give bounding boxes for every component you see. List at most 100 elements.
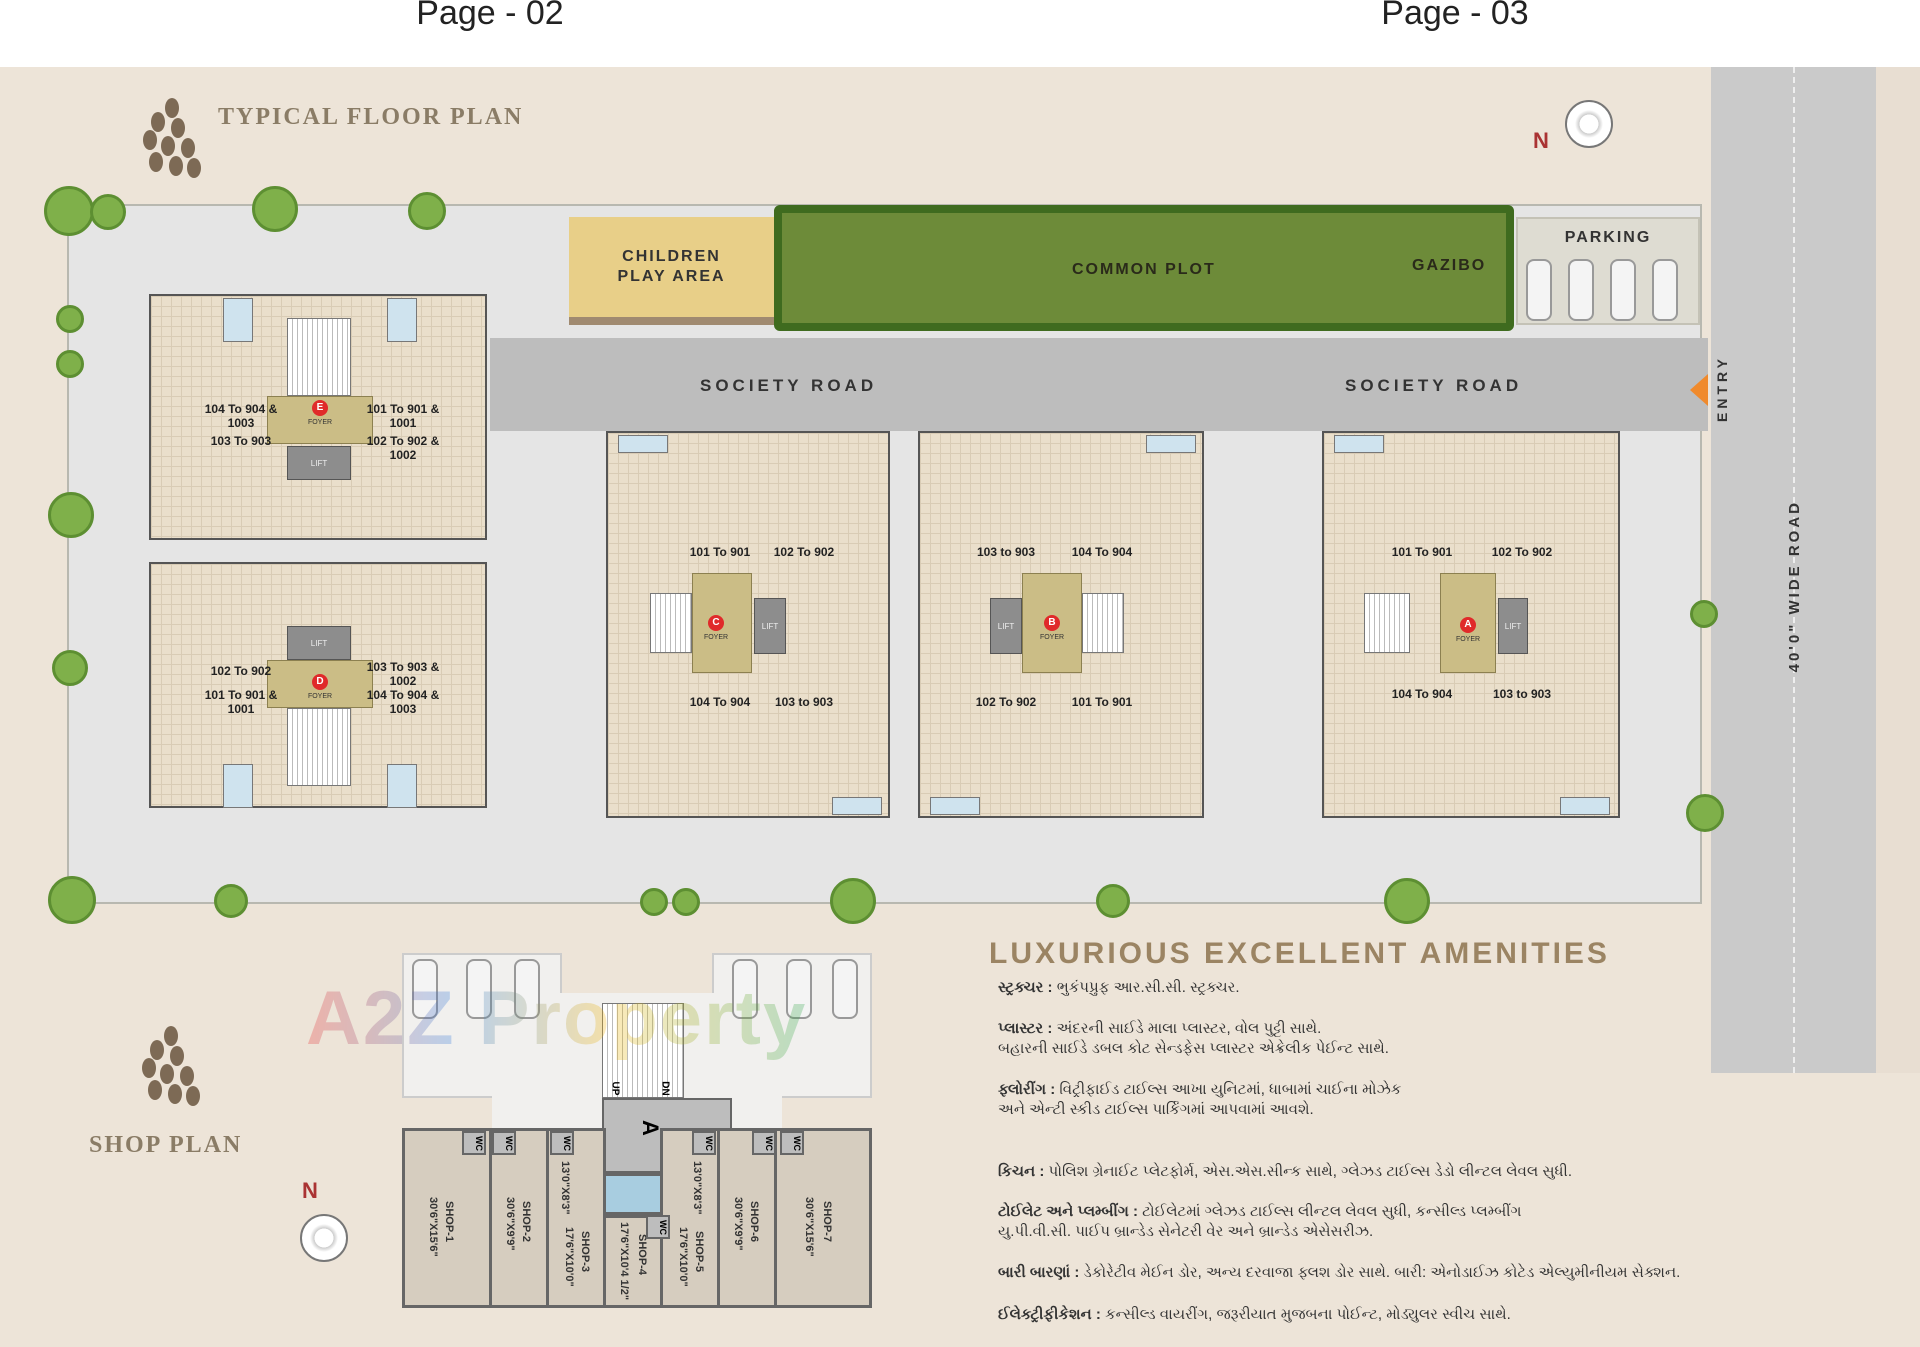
- shop-size: 17'6"X10'0": [677, 1227, 689, 1287]
- amenity-label: ફ્લોરીંગ :: [998, 1081, 1056, 1098]
- toilet: [223, 764, 253, 808]
- unit-label: 104 To 904 & 1003: [366, 688, 440, 716]
- amenity-item: ફ્લોરીંગ : વિટ્રીફાઈડ ટાઈલ્સ આખા યુનિટમા…: [998, 1080, 1401, 1120]
- shop-unit: SHOP-7 30'6"X15'6": [774, 1128, 872, 1308]
- foyer-label: FOYER: [307, 693, 333, 700]
- unit-label: 102 To 902: [975, 695, 1037, 709]
- wc: WC: [550, 1131, 574, 1155]
- staircase: [650, 593, 692, 653]
- tree-icon: [56, 350, 84, 378]
- compass-icon: [300, 1214, 348, 1262]
- children-play-area-label: CHILDREN PLAY AREA: [617, 248, 726, 285]
- shop-dim: 13'0"X8'3": [559, 1161, 571, 1215]
- tree-icon: [44, 186, 94, 236]
- shop-dim: 13'0"X8'3": [691, 1161, 703, 1215]
- page-label-left: Page - 02: [416, 0, 564, 32]
- parking-label: PARKING: [1564, 229, 1652, 246]
- amenity-text: ટોઈલેટમાં ગ્લેઝડ ટાઈલ્સ લીન્ટલ લેવલ સુધી…: [1142, 1203, 1522, 1220]
- staircase: [287, 708, 351, 786]
- amenity-text: પોલિશ ગ્રેનાઈટ પ્લેટફોર્મ, એસ.એસ.સીન્ક સ…: [1048, 1163, 1573, 1180]
- toilet: [1560, 797, 1610, 815]
- amenity-label: સ્ટ્રક્ચર :: [998, 979, 1053, 996]
- tree-icon: [1686, 794, 1724, 832]
- tree-icon: [672, 888, 700, 916]
- building-c: C FOYER LIFT 101 To 901 102 To 902 104 T…: [606, 431, 890, 818]
- tree-icon: [408, 192, 446, 230]
- amenity-label: ટોઈલેટ અને પ્લમ્બીંગ :: [998, 1203, 1138, 1220]
- shop-unit: SHOP-1 30'6"X15'6": [402, 1128, 492, 1308]
- shop-size: 30'6"X9'9": [732, 1197, 744, 1251]
- amenity-text: યુ.પી.વી.સી. પાઈપ બ્રાન્ડેડ સેનેટરી વેર …: [998, 1223, 1374, 1240]
- brand-logo-icon: [140, 1026, 202, 1112]
- staircase: [287, 318, 351, 396]
- staircase: [602, 1003, 684, 1098]
- shop-size: 30'6"X15'6": [427, 1197, 439, 1257]
- car-icon: [412, 959, 438, 1019]
- toilet: [930, 797, 980, 815]
- building-a: A FOYER LIFT 101 To 901 102 To 902 104 T…: [1322, 431, 1620, 818]
- unit-label: 101 To 901: [1391, 545, 1453, 559]
- tree-icon: [214, 884, 248, 918]
- brand-logo-icon: [141, 98, 203, 184]
- lift: LIFT: [287, 626, 351, 660]
- wc: WC: [692, 1131, 716, 1155]
- amenity-text: કન્સીલ્ડ વાયરીંગ, જરૂરીયાત મુજબના પોઈન્ટ…: [1105, 1306, 1511, 1323]
- shop-name: SHOP-7: [821, 1201, 833, 1242]
- foyer-label: FOYER: [703, 634, 729, 641]
- amenity-text: બહારની સાઈડે ડબલ કોટ સેન્ડફેસ પ્લાસ્ટર એ…: [998, 1040, 1389, 1057]
- unit-label: 102 To 902 & 1002: [366, 434, 440, 462]
- shop-size: 17'6"X10'0": [563, 1227, 575, 1287]
- tree-icon: [56, 305, 84, 333]
- car-icon: [1652, 259, 1678, 321]
- tree-icon: [1096, 884, 1130, 918]
- unit-label: 102 To 902: [210, 664, 272, 678]
- tree-icon: [52, 650, 88, 686]
- shop-name: SHOP-6: [748, 1201, 760, 1242]
- shop-size: 30'6"X9'9": [504, 1197, 516, 1251]
- shop-name: SHOP-5: [693, 1231, 705, 1272]
- unit-label: 103 to 903: [976, 545, 1036, 559]
- building-b: LIFT B FOYER 103 to 903 104 To 904 102 T…: [918, 431, 1204, 818]
- amenity-text: અને એન્ટી સ્કીડ ટાઈલ્સ પાર્કિંગમાં આપવામ…: [998, 1101, 1314, 1118]
- wc: WC: [752, 1131, 776, 1155]
- wc: WC: [462, 1131, 486, 1155]
- unit-label: 103 to 903: [1492, 687, 1552, 701]
- down-label: DN: [659, 1081, 671, 1096]
- unit-label: 103 To 903: [210, 434, 272, 448]
- watermark-logo: A2Z Property: [306, 976, 808, 1061]
- amenity-text: ભુકંપપ્રુફ આર.સી.સી. સ્ટ્રક્ચર.: [1056, 979, 1240, 996]
- unit-label: 103 To 903 & 1002: [366, 660, 440, 688]
- common-plot: COMMON PLOT GAZIBO: [774, 205, 1514, 331]
- tree-icon: [48, 492, 94, 538]
- building-marker: C: [708, 615, 724, 631]
- amenities-title: LUXURIOUS EXCELLENT AMENITIES: [989, 937, 1610, 970]
- lift: LIFT: [287, 446, 351, 480]
- car-icon: [514, 959, 540, 1019]
- unit-label: 101 To 901 & 1001: [366, 402, 440, 430]
- foyer: [1022, 573, 1082, 673]
- amenity-item: ઈલેક્ટ્રીફીકેશન : કન્સીલ્ડ વાયરીંગ, જરૂર…: [998, 1305, 1511, 1325]
- amenity-text: ડેકોરેટીવ મેઈન ડોર, અન્ય દરવાજા ફ્લશ ડોર…: [1083, 1264, 1681, 1281]
- shop-name: SHOP-2: [520, 1201, 532, 1242]
- building-marker: B: [1044, 615, 1060, 631]
- car-icon: [832, 959, 858, 1019]
- lift-label: LIFT: [1504, 621, 1522, 631]
- parking-area: PARKING: [1516, 217, 1700, 325]
- shop-plan-title: SHOP PLAN: [89, 1132, 243, 1158]
- entry-label: ENTRY: [1714, 355, 1730, 422]
- toilet: [1146, 435, 1196, 453]
- road-center-line: [1793, 67, 1795, 1073]
- edge-strip: [1876, 67, 1920, 1073]
- unit-label: 102 To 902: [1491, 545, 1553, 559]
- toilet: [832, 797, 882, 815]
- lift: LIFT: [990, 598, 1022, 654]
- wc: WC: [646, 1215, 670, 1239]
- car-icon: [1526, 259, 1552, 321]
- unit-label: 104 To 904: [689, 695, 751, 709]
- amenity-label: ઈલેક્ટ્રીફીકેશન :: [998, 1306, 1101, 1323]
- society-road: SOCIETY ROAD SOCIETY ROAD: [490, 338, 1708, 431]
- foyer-label: FOYER: [1455, 636, 1481, 643]
- building-e: E FOYER LIFT 104 To 904 & 1003 101 To 90…: [149, 294, 487, 540]
- foyer-label: FOYER: [307, 419, 333, 426]
- car-icon: [1610, 259, 1636, 321]
